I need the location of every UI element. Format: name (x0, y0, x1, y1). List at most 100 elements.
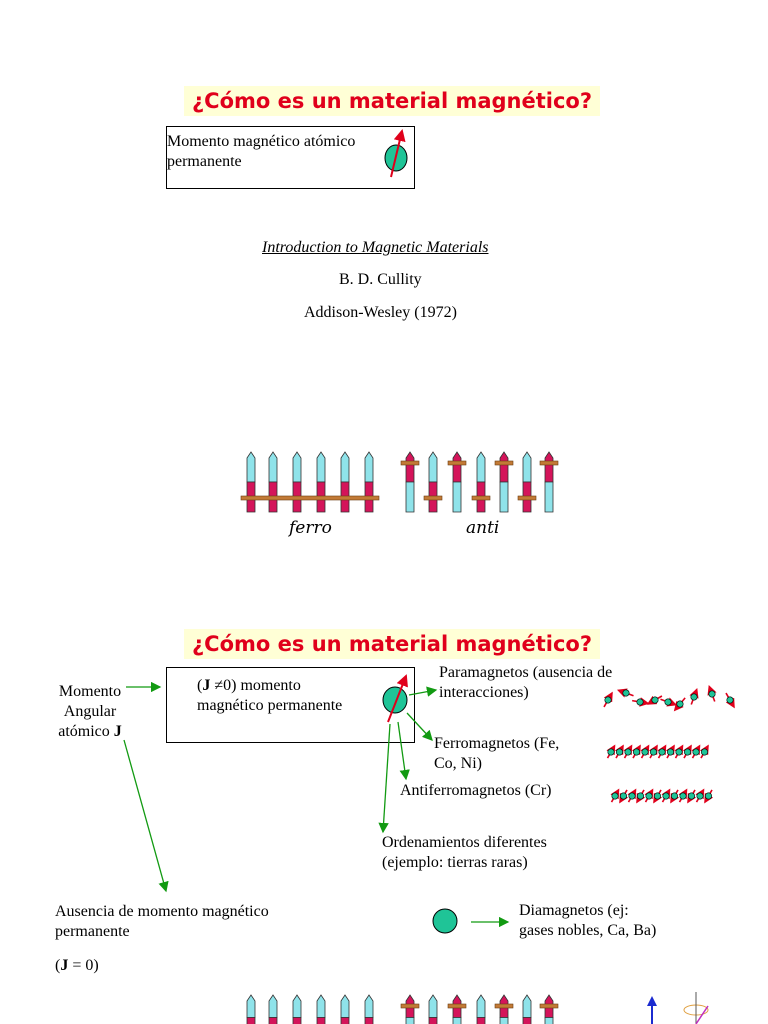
ferro-dipole (699, 744, 709, 759)
ferro-dipole (640, 744, 650, 759)
arrow-to-ausencia (123, 739, 169, 893)
para-line2: interacciones) (439, 684, 529, 701)
anti-needle (522, 994, 532, 1024)
ferro-needle (246, 994, 256, 1024)
crossbar (447, 1003, 467, 1009)
ferro-needle (246, 451, 256, 513)
arrow-to-ferro (406, 712, 433, 741)
book-author: B. D. Cullity (339, 271, 422, 288)
antiferro-dipole (695, 788, 705, 803)
anti-needle (522, 451, 532, 513)
ausencia-line1: Ausencia de momento magnético (55, 903, 269, 920)
antiferro-dipole (687, 789, 697, 804)
anti-label: anti (466, 518, 500, 538)
anti-needle (428, 451, 438, 513)
antiferro-dipole (678, 788, 688, 803)
para-dipole (725, 692, 735, 709)
crossbar (539, 460, 559, 466)
ferro-dipole (631, 744, 641, 759)
slide1-box-line1: Momento magnético atómico (167, 133, 356, 150)
anti-needle (405, 994, 415, 1024)
slide1-box-line2: permanente (167, 153, 242, 170)
ferro-needles-1 (240, 451, 380, 513)
arrow-to-antiferro (397, 721, 410, 781)
ferromagnetos-label: Ferromagnetos (Fe, Co, Ni) (434, 734, 559, 774)
box-line1-rest: ≠0) momento (210, 677, 301, 694)
para-dipole (660, 697, 678, 707)
crossbar (447, 460, 467, 466)
ferro-needle (292, 994, 302, 1024)
slide2-moment-box: (J ≠0) momento magnético permanente (166, 667, 415, 743)
antiferro-dipole (610, 788, 620, 803)
antiferro-dipole (661, 788, 671, 803)
slide2-box-line1: (J ≠0) momento (197, 676, 301, 696)
ferro-line2: Co, Ni) (434, 755, 482, 772)
crossbar (539, 1003, 559, 1009)
ferro-needle (340, 994, 350, 1024)
antiferro-dipole (636, 789, 646, 804)
anti-needle (476, 994, 486, 1024)
j-zero-label: (J = 0) (55, 956, 99, 976)
arrow-to-para (408, 686, 438, 697)
antiferro-dipole (619, 789, 629, 804)
anti-needle (544, 451, 554, 513)
slide1-atom-icon (384, 129, 408, 178)
para-dipole (603, 691, 613, 708)
ferro-dipole (623, 744, 633, 759)
crossbar (400, 460, 420, 466)
arrow-to-orden (378, 723, 391, 834)
ferro-needle (268, 994, 278, 1024)
book-title: Introduction to Magnetic Materials (262, 239, 489, 256)
ausencia-line2: permanente (55, 923, 130, 940)
dia-line2: gases nobles, Ca, Ba) (519, 922, 657, 939)
orden-line1: Ordenamientos diferentes (382, 834, 547, 851)
anti-needle (499, 994, 509, 1024)
antiferromagnetos-label: Antiferromagnetos (Cr) (400, 782, 552, 799)
dia-line1: Diamagnetos (ej: (519, 902, 629, 919)
ferro-dipole (648, 744, 658, 759)
momento-line2: Angular (63, 703, 117, 720)
ferro-dipole (665, 744, 675, 759)
crossbar (471, 495, 491, 501)
ferro-line1: Ferromagnetos (Fe, (434, 735, 560, 752)
momento-line3-text: atómico (58, 723, 114, 740)
paramagnetos-label: Paramagnetos (ausencia de interacciones) (439, 663, 612, 703)
anti-needle (499, 451, 509, 513)
slide1-moment-box: Momento magnético atómico permanente (166, 126, 415, 189)
antiferro-dipole (627, 788, 637, 803)
anti-needle (452, 451, 462, 513)
ferromagnet-dipoles (606, 744, 709, 759)
ferro-dipole (682, 744, 692, 759)
j0-rest: = 0) (68, 957, 99, 974)
blue-arrow-icon (647, 996, 657, 1024)
orden-line2: (ejemplo: tierras raras) (382, 854, 528, 871)
momento-line3-bold: J (113, 723, 122, 740)
antiferromagnet-dipoles (610, 788, 714, 804)
box-line1-bold: J (202, 677, 211, 694)
para-dipole (616, 688, 634, 698)
momento-line3: atómico J (53, 722, 127, 742)
ferro-dipole (614, 744, 624, 759)
anti-needle (405, 451, 415, 513)
ferro-dipole (691, 744, 701, 759)
anti-needle (428, 994, 438, 1024)
slide2-box-line2: magnético permanente (197, 697, 343, 714)
ferro-needle (316, 994, 326, 1024)
para-dipole (689, 687, 699, 705)
anti-needle (476, 451, 486, 513)
ferro-needle (340, 451, 350, 513)
anti-needles-2 (400, 994, 559, 1024)
j0-open: ( (55, 957, 61, 974)
precession-icon (683, 992, 709, 1024)
antiferro-dipole (704, 789, 714, 804)
para-dipole (673, 697, 686, 712)
antiferro-dipole (670, 789, 680, 804)
antiferro-dipole (653, 789, 663, 804)
crossbar (494, 460, 514, 466)
green-arrows (123, 681, 510, 928)
slide2-title: ¿Cómo es un material magnético? (184, 629, 601, 659)
anti-needle (544, 994, 554, 1024)
j0-bold: J (60, 957, 69, 974)
ferro-needle (292, 451, 302, 513)
ausencia-label: Ausencia de momento magnético permanente (55, 902, 269, 942)
